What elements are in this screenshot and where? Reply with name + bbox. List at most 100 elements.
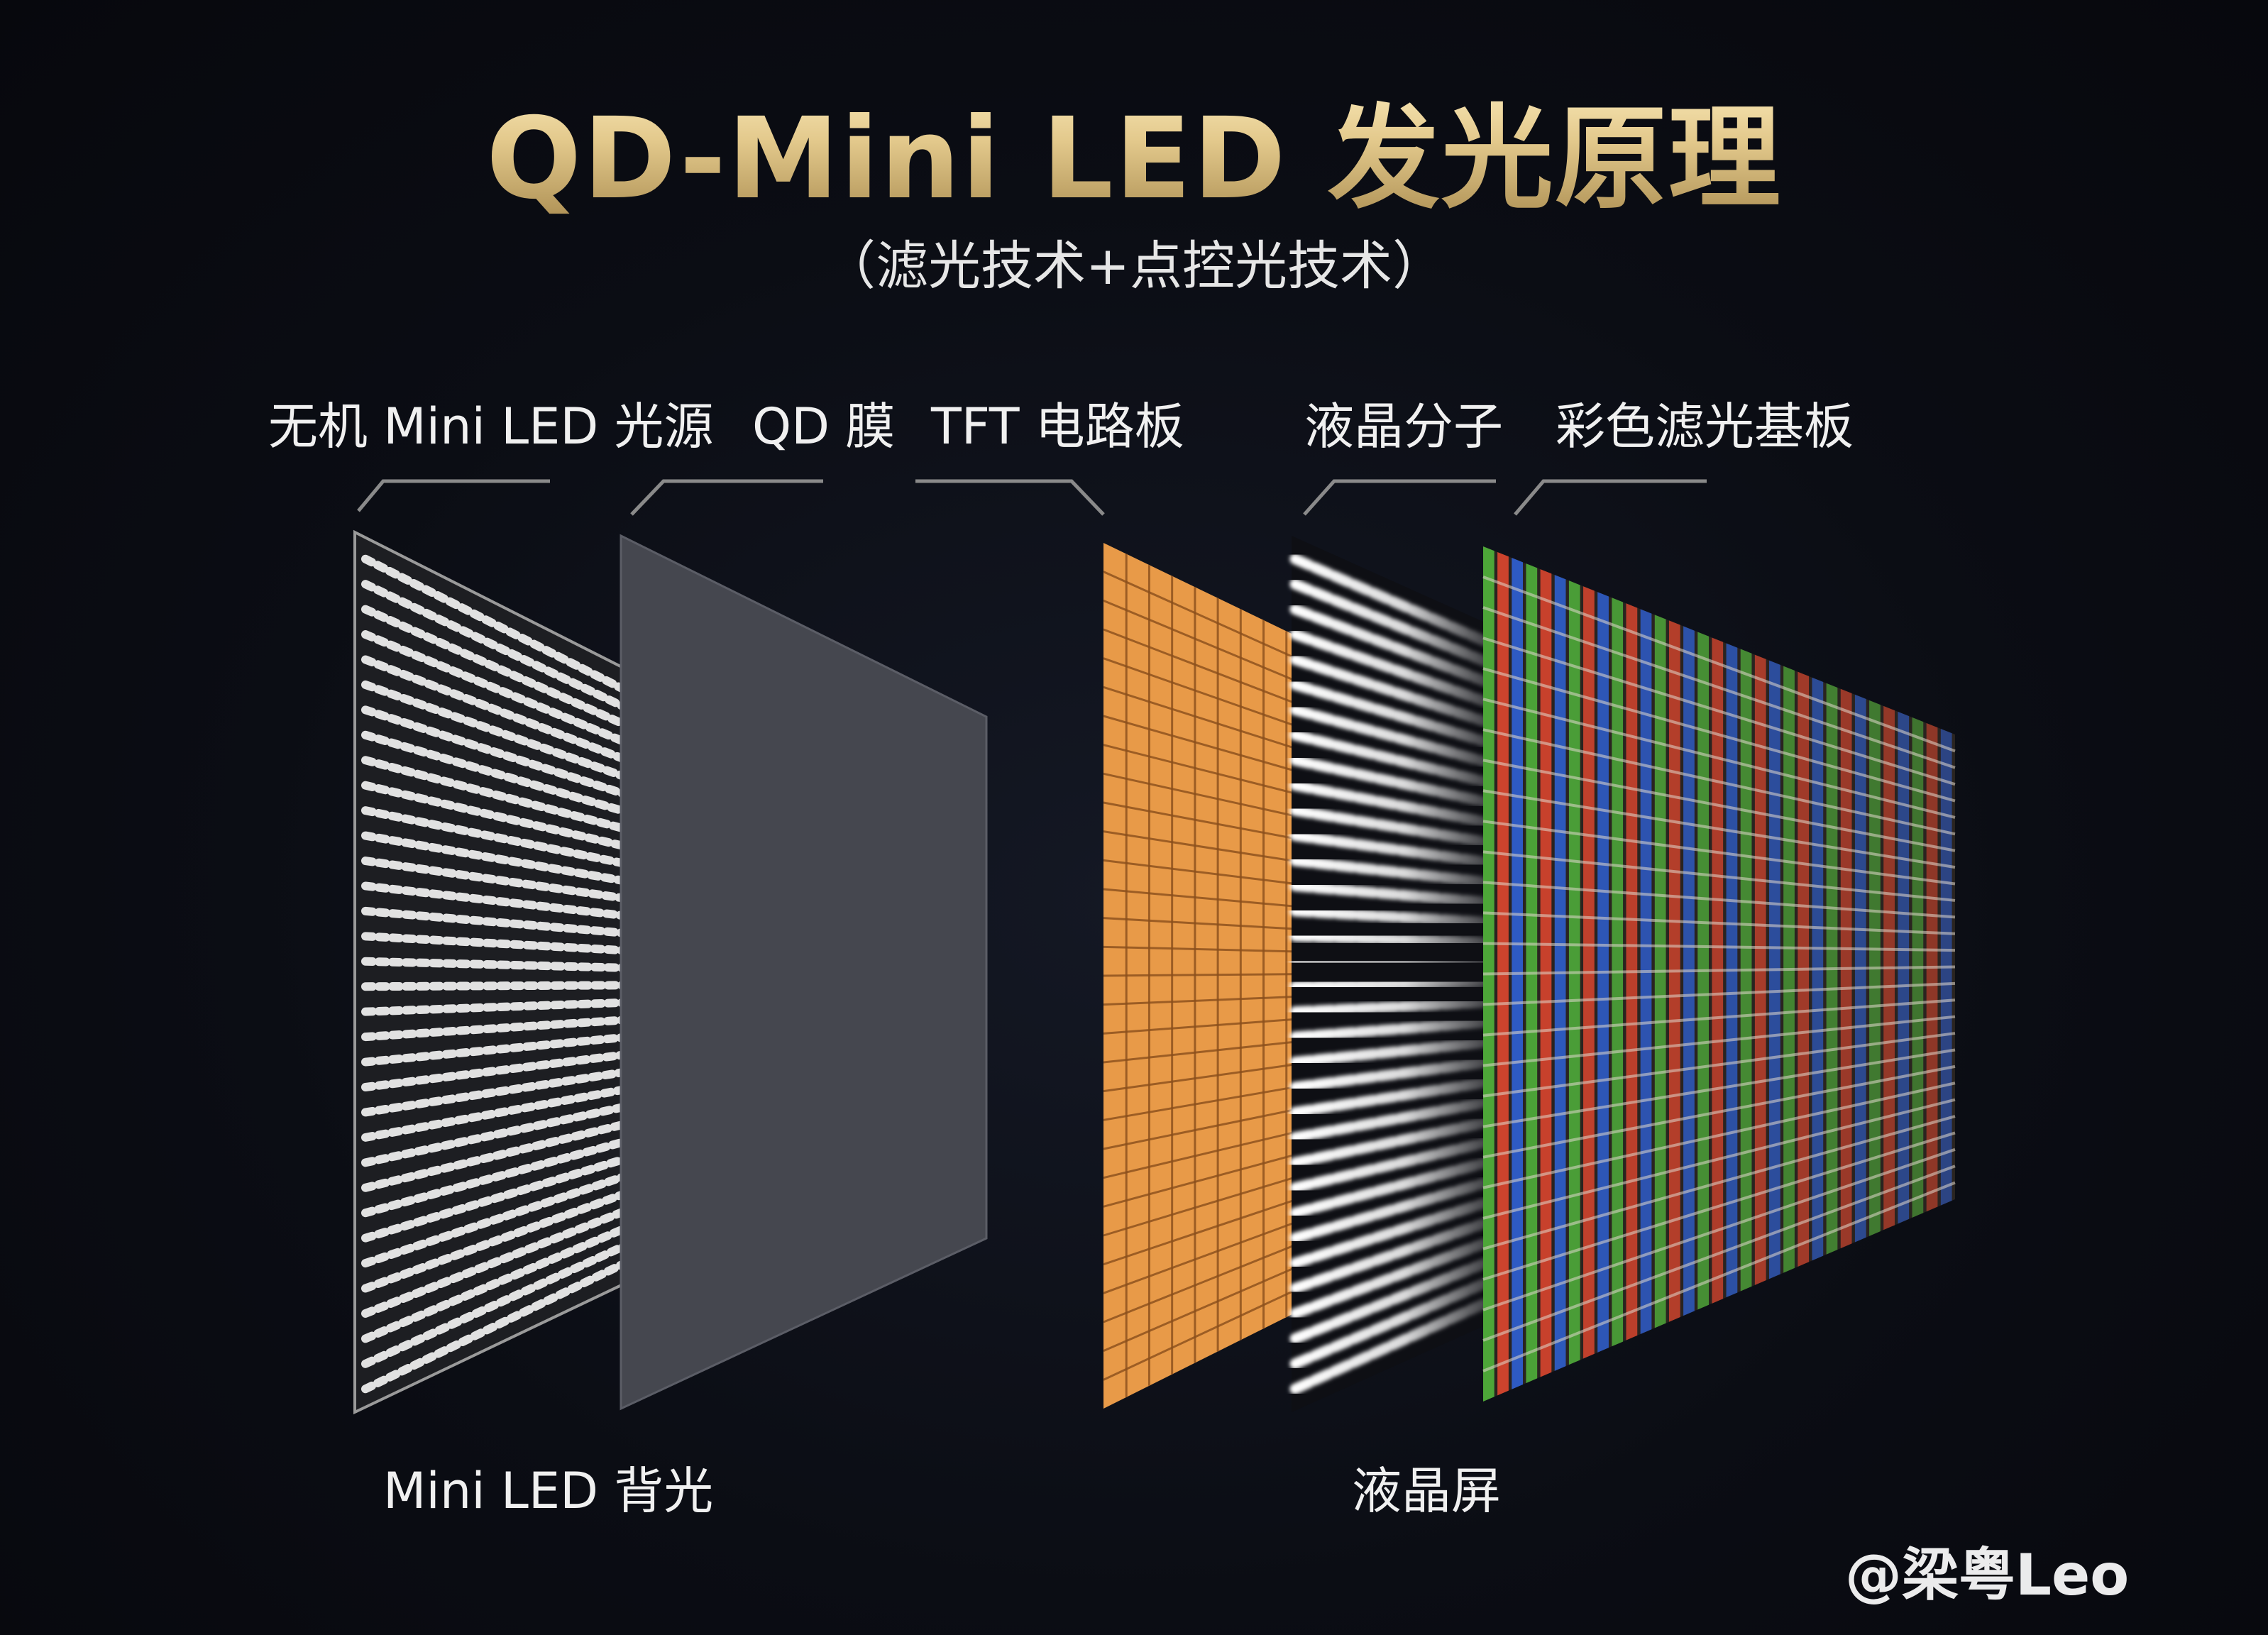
liquid-crystal-row (1289, 1214, 1499, 1294)
liquid-crystal-row (1289, 704, 1499, 770)
liquid-crystal-row (1289, 1194, 1499, 1269)
tft-row-line (1103, 995, 1310, 1006)
tft-row-line (1103, 744, 1310, 798)
label-qd-film: QD 膜 (752, 397, 896, 456)
color-filter-row-line (1482, 1165, 1956, 1342)
liquid-crystal-row (1289, 905, 1499, 928)
liquid-crystal-row (1289, 780, 1499, 829)
tft-row-line (1103, 1216, 1310, 1294)
group-label-lcd: 液晶屏 (1352, 1462, 1501, 1520)
color-filter-row-line (1482, 606, 1956, 769)
color-filter-row-line (1482, 820, 1956, 886)
tft-row-line (1103, 1150, 1310, 1208)
tft-row-line (1103, 657, 1310, 732)
connector-mini-led-source (357, 479, 550, 512)
tft-row-line (1103, 571, 1310, 666)
page-title: QD-Mini LED 发光原理 (0, 67, 2268, 230)
liquid-crystal-row (1289, 1254, 1499, 1344)
page-subtitle: （滤光技术+点控光技术） (822, 236, 1445, 297)
color-filter-row-line (1482, 965, 1956, 976)
color-filter-row-line (1482, 728, 1956, 836)
tft-row-line (1103, 1260, 1310, 1353)
liquid-crystal-row (1289, 730, 1499, 790)
color-filter-row-line (1482, 1015, 1956, 1067)
tft-row-line (1103, 1083, 1310, 1121)
label-mini-led-source: 无机 Mini LED 光源 (268, 397, 714, 456)
liquid-crystal-row (1289, 578, 1499, 671)
tft-row-line (1103, 830, 1310, 865)
tft-row-line (1103, 1106, 1310, 1150)
layer-color-filter (1482, 546, 1956, 1402)
liquid-crystal-row (1289, 1056, 1499, 1093)
liquid-crystal-row (1289, 604, 1499, 690)
color-filter-row-line (1482, 1048, 1956, 1128)
color-filter-row-line (1482, 998, 1956, 1037)
connector-qd-film (630, 479, 823, 516)
liquid-crystal-row (1289, 1274, 1499, 1370)
color-filter-row-lines (1482, 576, 1956, 1372)
label-connectors (357, 479, 1707, 516)
liquid-crystal-row (1289, 830, 1499, 869)
connector-liquid-crystal (1303, 479, 1496, 516)
color-filter-row-line (1482, 637, 1956, 786)
tft-row-line (1103, 1039, 1310, 1064)
color-filter-row-line (1482, 1081, 1956, 1189)
tft-row-line (1103, 1128, 1310, 1179)
liquid-crystal-row (1289, 805, 1499, 849)
tft-row-line (1103, 1061, 1310, 1093)
tft-row-line (1103, 686, 1310, 754)
tft-row-line (1103, 801, 1310, 842)
liquid-crystal-row (1289, 1036, 1499, 1068)
tft-row-line (1103, 859, 1310, 887)
color-filter-row-line (1482, 881, 1956, 919)
tft-row-line (1103, 1282, 1310, 1381)
color-filter-row-line (1482, 667, 1956, 803)
color-filter-row-line (1482, 1032, 1956, 1098)
tft-grid (1103, 554, 1310, 1397)
color-filter-row-line (1482, 1098, 1956, 1220)
liquid-crystal-row (1289, 1076, 1499, 1118)
liquid-crystal-row (1289, 1016, 1499, 1042)
tft-row-line (1103, 1194, 1310, 1266)
group-label-backlight: Mini LED 背光 (383, 1462, 714, 1520)
liquid-crystal-row (1289, 1096, 1499, 1143)
connector-color-filter (1514, 479, 1707, 516)
liquid-crystal-row (1289, 654, 1499, 730)
color-filter-row-line (1482, 698, 1956, 819)
liquid-crystal-row (1289, 930, 1499, 948)
label-tft-board: TFT 电路板 (931, 397, 1184, 456)
tft-row-line (1103, 917, 1310, 931)
layer-qd-film (620, 534, 988, 1411)
liquid-crystal-row (1289, 1116, 1499, 1168)
tft-row-line (1103, 973, 1310, 977)
liquid-crystal-row (1289, 855, 1499, 888)
liquid-crystal-row (1289, 629, 1499, 710)
liquid-crystal-row (1289, 1135, 1499, 1194)
color-filter-row-line (1482, 759, 1956, 852)
tft-row-line (1103, 628, 1310, 710)
label-liquid-crystal: 液晶分子 (1304, 397, 1503, 456)
label-color-filter: 彩色滤光基板 (1556, 397, 1854, 456)
layer-tft-board (1103, 543, 1310, 1409)
color-filter-row-line (1482, 1147, 1956, 1311)
color-filter-row-line (1482, 789, 1956, 869)
liquid-crystal-row (1289, 1234, 1499, 1319)
color-filter-row-line (1482, 1181, 1956, 1372)
color-filter-row-line (1482, 576, 1956, 753)
liquid-crystal-row (1289, 880, 1499, 908)
tft-row-line (1103, 1238, 1310, 1323)
tft-row-line (1103, 945, 1310, 953)
watermark: @梁粤Leo (1845, 1542, 2130, 1608)
tft-row-line (1103, 1172, 1310, 1237)
layer-liquid-crystal (1289, 536, 1499, 1412)
liquid-crystal-row (1289, 1155, 1499, 1218)
liquid-crystal-row (1289, 754, 1499, 809)
liquid-crystal-row (1289, 1294, 1499, 1394)
liquid-crystal-row (1289, 1174, 1499, 1244)
liquid-crystal-row (1289, 679, 1499, 750)
liquid-crystal-row (1289, 996, 1499, 1018)
tft-row-line (1103, 888, 1310, 909)
color-filter-row-line (1482, 850, 1956, 902)
connector-tft-board (915, 479, 1105, 516)
